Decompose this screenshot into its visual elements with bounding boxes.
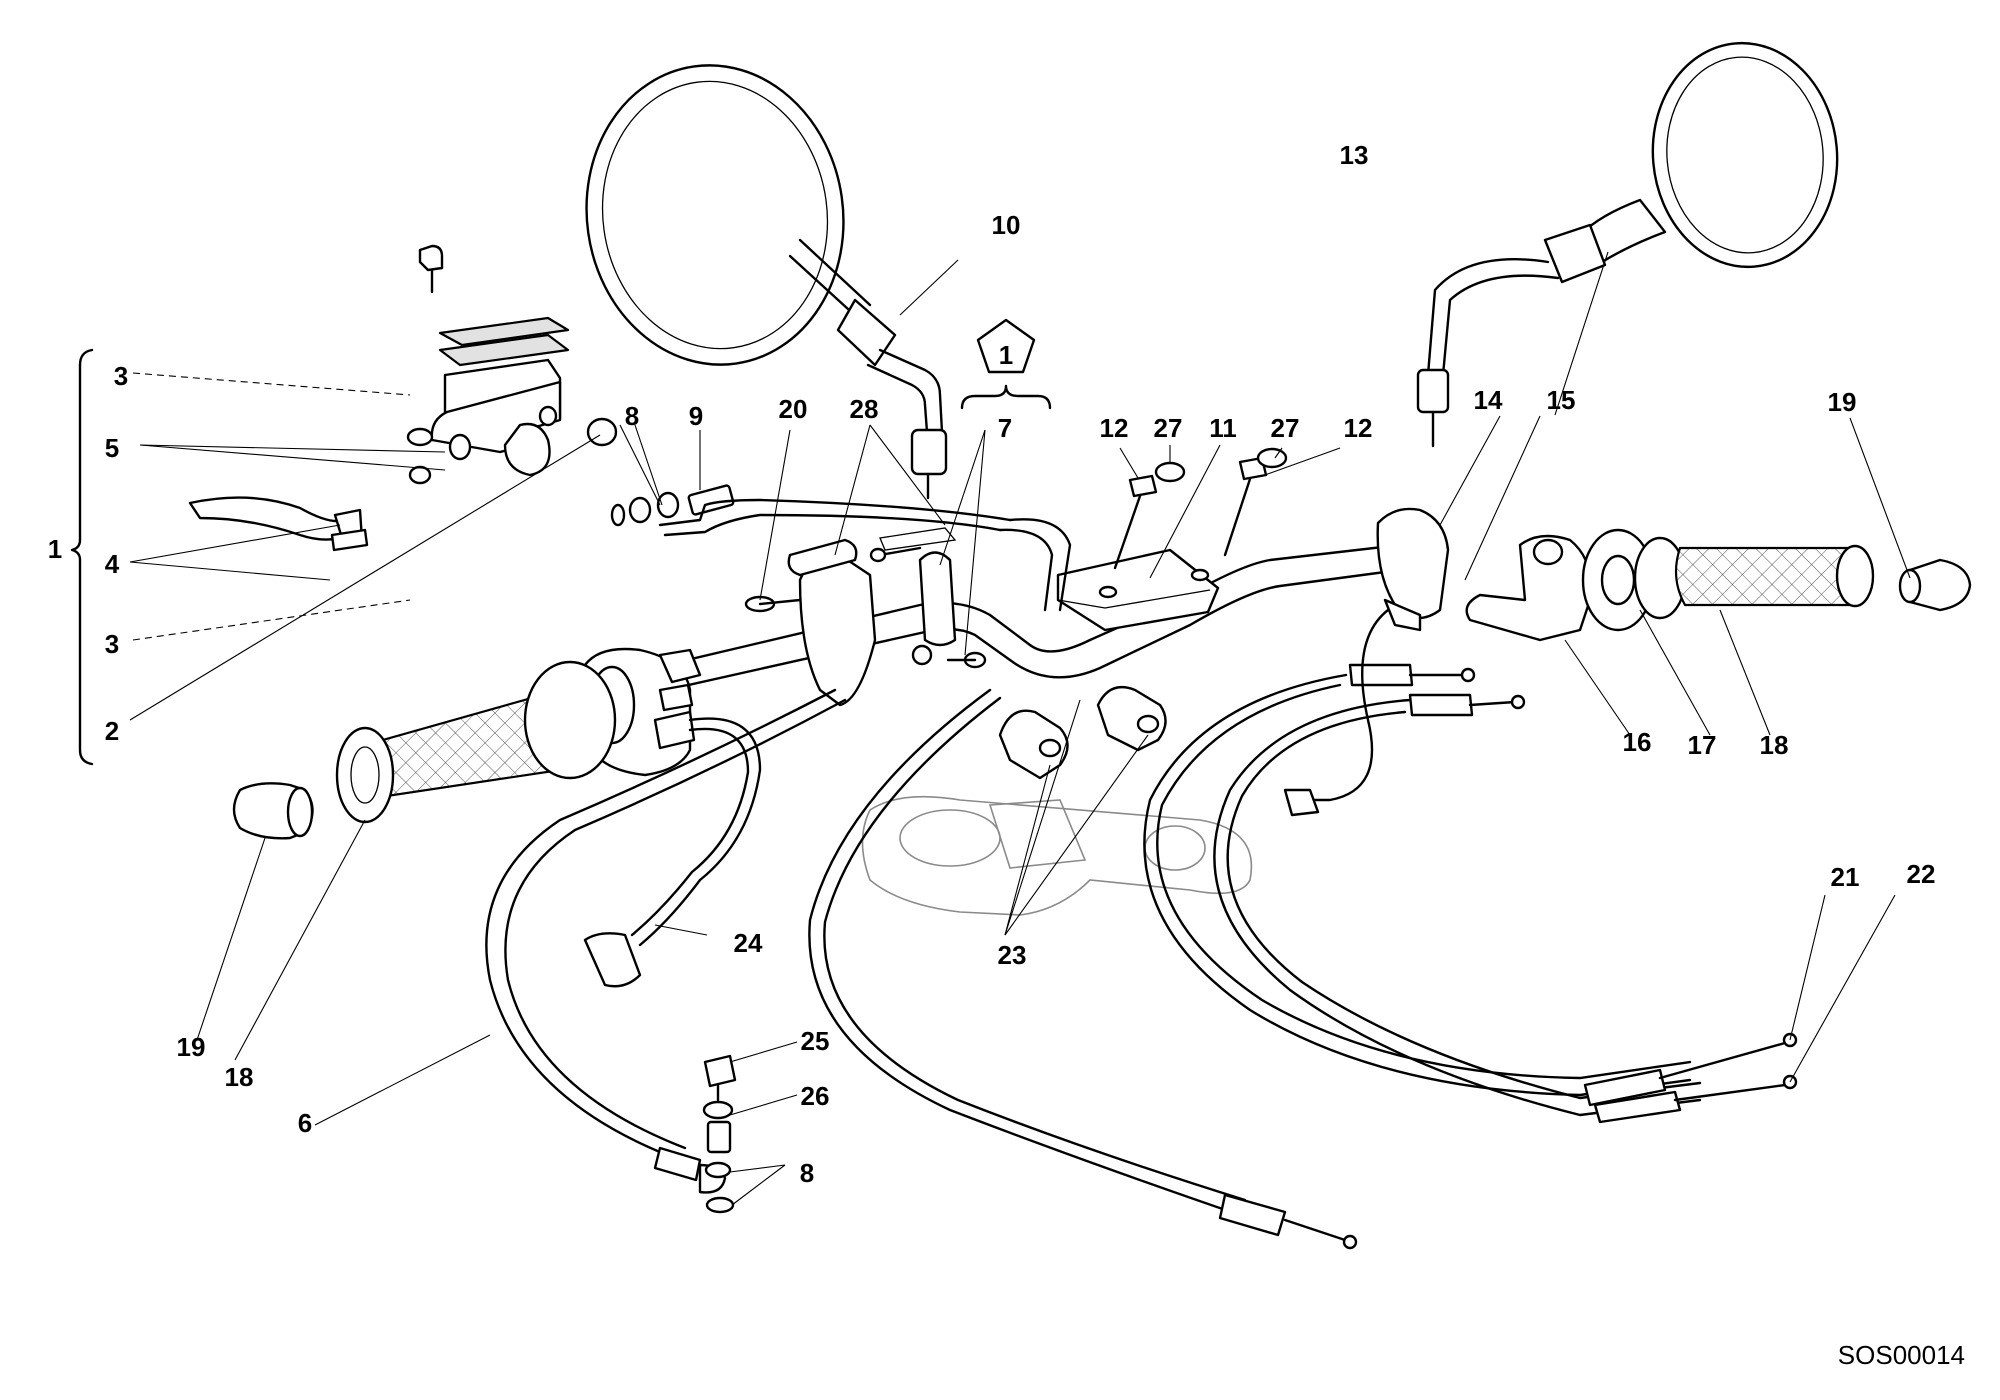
riser-left: [998, 709, 1069, 780]
callout-8: 8: [800, 1158, 814, 1188]
callout-4: 4: [105, 549, 120, 579]
callout-10: 10: [992, 210, 1021, 240]
callout-6: 6: [298, 1108, 312, 1138]
callout-3: 3: [105, 629, 119, 659]
cable-guide: [879, 527, 987, 669]
callout-23: 23: [998, 940, 1027, 970]
small-screws: [758, 546, 977, 662]
bar-end-weight-right: [1898, 558, 1972, 612]
callout-11: 11: [1209, 413, 1237, 443]
brake-master-cylinder: [188, 244, 735, 552]
fastener-stack: [702, 1054, 737, 1214]
right-switch-wire: [1283, 608, 1390, 817]
left-switch-housing: [744, 538, 877, 707]
callout-18: 18: [225, 1062, 254, 1092]
callout-19: 19: [177, 1032, 206, 1062]
mirror-right: [1416, 41, 1839, 448]
callout-8: 8: [625, 401, 639, 431]
bar-end-weight-left: [232, 782, 314, 840]
callout-21: 21: [1831, 862, 1860, 892]
callout-19: 19: [1828, 387, 1857, 417]
callout-14: 14: [1474, 385, 1503, 415]
note-symbol: 1: [960, 318, 1052, 410]
callout-5: 5: [105, 433, 119, 463]
callout-26: 26: [801, 1081, 830, 1111]
left-grip: [335, 660, 617, 824]
callout-labels: 3 5 1 4 3 2 8 9 20 28 7 10 12 27 11 27 1…: [48, 140, 1936, 1188]
callout-17: 17: [1688, 730, 1717, 760]
callout-15: 15: [1547, 385, 1576, 415]
right-grip: [1581, 528, 1875, 632]
speedo-cable: [808, 688, 1358, 1250]
callout-13: 13: [1340, 140, 1369, 170]
brake-hose: [658, 498, 1072, 612]
clamp-bolts: [1113, 447, 1288, 570]
leader-lines: [129, 251, 1911, 1206]
callout-27: 27: [1271, 413, 1300, 443]
callout-16: 16: [1623, 727, 1652, 757]
throttle-cables: [1143, 663, 1798, 1124]
callout-3: 3: [114, 361, 128, 391]
callout-12: 12: [1100, 413, 1129, 443]
callout-25: 25: [801, 1026, 830, 1056]
callout-24: 24: [734, 928, 763, 958]
drawing-code: SOS00014: [1838, 1340, 1965, 1370]
triple-clamp-outline: [861, 795, 1253, 916]
throttle-housing: [1465, 534, 1592, 642]
callout-18: 18: [1760, 730, 1789, 760]
callout-28: 28: [850, 394, 879, 424]
callout-2: 2: [105, 716, 119, 746]
callout-12: 12: [1344, 413, 1373, 443]
callout-22: 22: [1907, 859, 1936, 889]
callout-27: 27: [1154, 413, 1183, 443]
callout-7: 7: [998, 413, 1012, 443]
callout-9: 9: [689, 401, 703, 431]
riser-right: [1096, 685, 1167, 752]
mirror-left: [585, 64, 948, 500]
note-symbol-label: 1: [999, 340, 1013, 370]
right-switch-cluster: [1376, 507, 1450, 632]
callout-1: 1: [48, 534, 62, 564]
group-bracket-1: [70, 348, 94, 766]
callout-20: 20: [779, 394, 808, 424]
handlebar-clamp: [1056, 548, 1220, 632]
left-switch-wire: [583, 717, 762, 988]
